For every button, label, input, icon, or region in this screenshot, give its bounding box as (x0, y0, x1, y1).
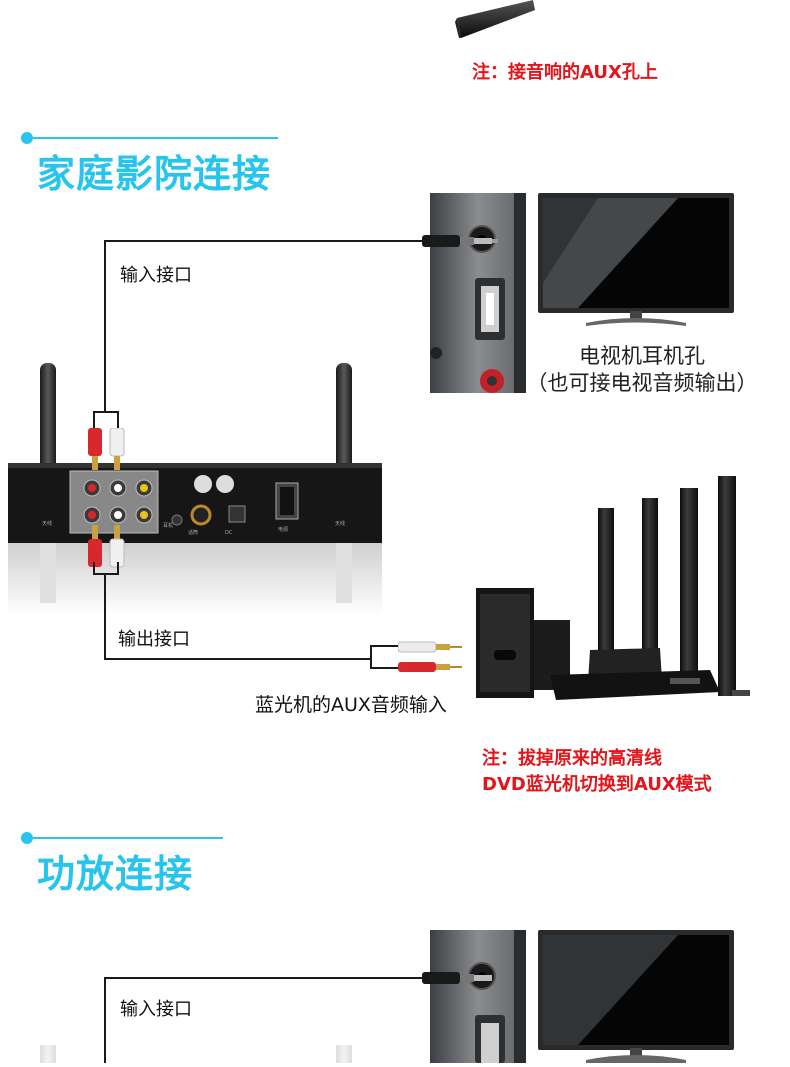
output-wire-bracket-right (117, 562, 119, 574)
tv-side-panel-image (430, 193, 526, 393)
tv-image (538, 930, 734, 1063)
tv-image (538, 193, 734, 328)
section-title-amplifier: 功放连接 (37, 852, 194, 896)
svg-text:耳机: 耳机 (163, 522, 173, 529)
section-title-home-theater: 家庭影院连接 (37, 152, 272, 196)
top-note: 注：接音响的AUX孔上 (472, 62, 658, 83)
output-wire-split-bottom (370, 667, 400, 669)
headphone-plug-image (422, 965, 502, 991)
bluray-note-line1: 注：拔掉原来的高清线 (482, 748, 662, 769)
section-header-decoration (20, 130, 280, 144)
svg-text:天线: 天线 (335, 520, 345, 527)
bluray-aux-label: 蓝光机的AUX音频输入 (255, 694, 447, 716)
output-wire-split-vertical (370, 645, 372, 669)
rca-cable-to-bluray (397, 636, 464, 676)
tv-side-panel-image (430, 930, 526, 1063)
output-wire-bracket-bottom (93, 573, 119, 575)
svg-text:电源: 电源 (278, 526, 288, 533)
antenna-top-partial (336, 1045, 352, 1063)
receiver-device-image: 天线 天线 耳机话筒 DC 电源 (0, 355, 385, 615)
output-port-label: 输出接口 (118, 629, 190, 650)
headphone-plug-image (422, 228, 502, 254)
input-wire-horizontal (104, 240, 428, 242)
soundbar-image (455, 0, 535, 40)
home-theater-system-image (470, 470, 760, 710)
input-wire-bracket-right (117, 411, 119, 433)
bluray-note: 注：拔掉原来的高清线 DVD蓝光机切换到AUX模式 (482, 746, 712, 798)
input-wire-bracket-top (93, 411, 119, 413)
tv-caption-line1: 电视机耳机孔 (579, 344, 705, 368)
section-header-decoration (20, 830, 225, 844)
tv-caption-line2: （也可接电视音频输出） (526, 371, 758, 395)
amp-input-port-label: 输入接口 (120, 999, 192, 1020)
output-wire-horizontal (104, 658, 372, 660)
amp-input-wire-horizontal (104, 977, 428, 979)
input-wire-bracket-left (93, 411, 95, 433)
tv-caption: 电视机耳机孔 （也可接电视音频输出） (522, 343, 762, 397)
svg-text:天线: 天线 (42, 520, 52, 527)
output-wire-split-top (370, 645, 400, 647)
input-wire-vertical (104, 240, 106, 412)
input-port-label: 输入接口 (120, 265, 192, 286)
rca-plugs-output (84, 525, 128, 569)
rca-plugs-input (84, 427, 128, 472)
svg-text:话筒: 话筒 (188, 529, 198, 536)
amp-input-wire-vertical (104, 977, 106, 1063)
output-wire-vertical (104, 573, 106, 659)
output-wire-bracket-left (93, 562, 95, 574)
antenna-top-partial (40, 1045, 56, 1063)
svg-text:DC: DC (225, 530, 233, 536)
bluray-note-line2: DVD蓝光机切换到AUX模式 (482, 774, 712, 795)
